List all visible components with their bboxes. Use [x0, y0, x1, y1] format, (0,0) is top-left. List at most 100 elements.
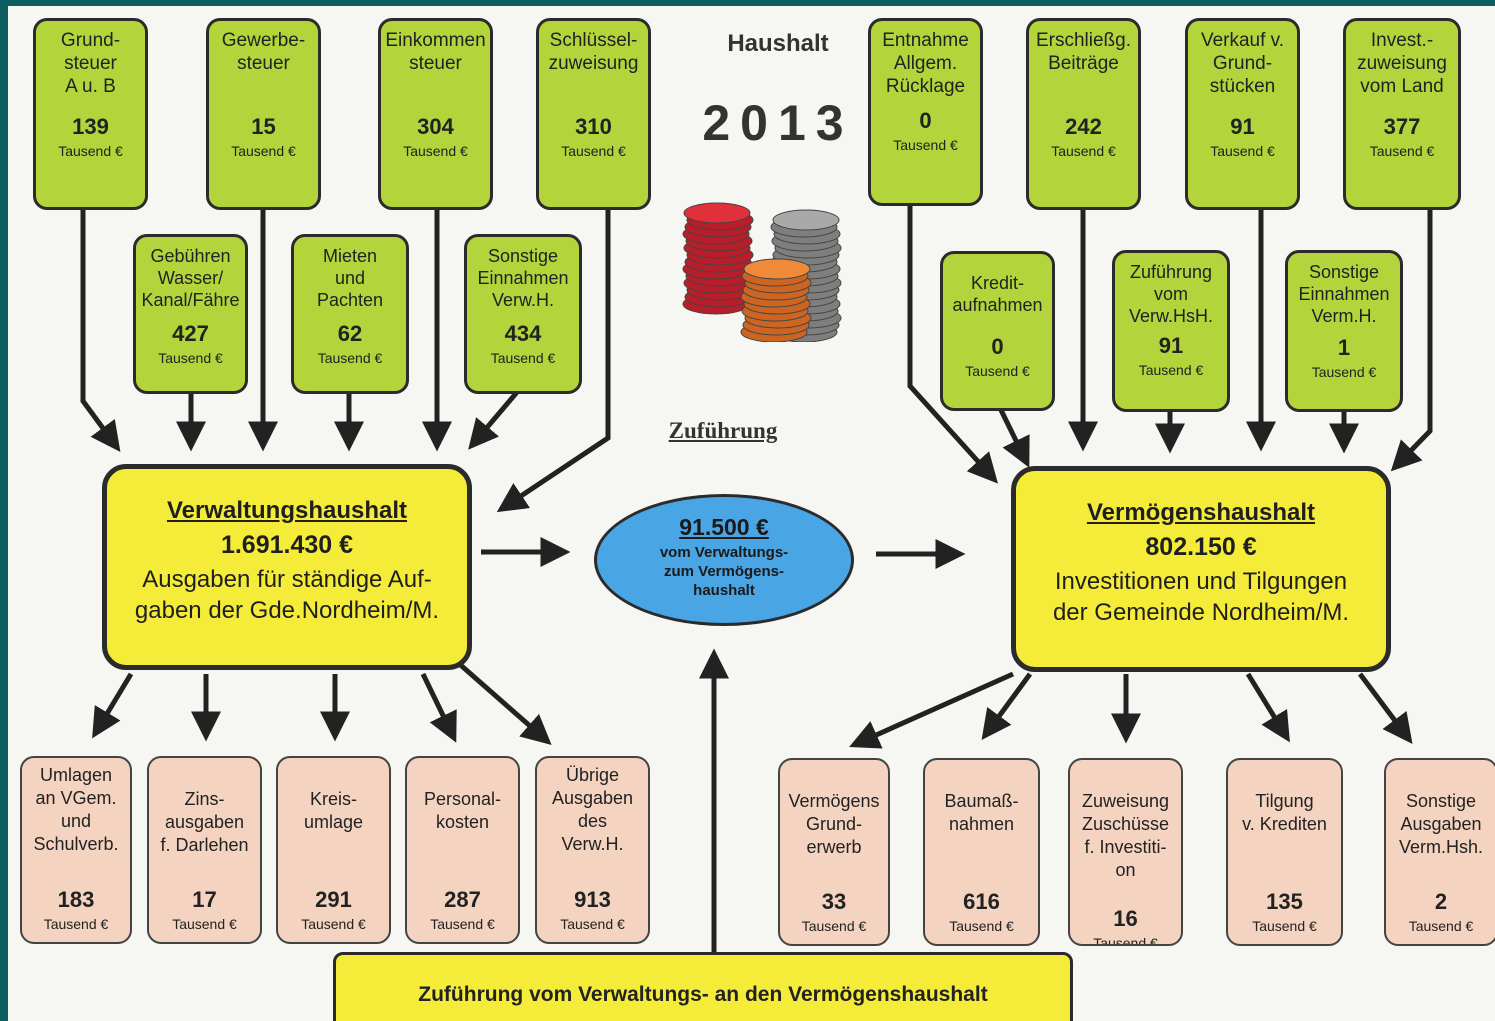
- income-value: 62: [337, 321, 363, 346]
- income-label: Erschließg. Beiträge: [1035, 30, 1132, 74]
- flow-arrow: [420, 672, 457, 743]
- coin: [772, 209, 840, 231]
- income-unit: Tausend €: [490, 350, 556, 366]
- flow-arrows: [80, 206, 1433, 952]
- zufuehrung-heading: Zuführung: [668, 418, 778, 443]
- expense-value: 17: [192, 887, 217, 912]
- expense-value: 16: [1113, 906, 1138, 931]
- income-box-grundsteuer: Grund- steuer A u. B 139 Tausend €: [33, 18, 148, 210]
- income-unit: Tausend €: [317, 350, 383, 366]
- expense-label: Baumaß- nahmen: [944, 791, 1019, 834]
- expense-box-zinsausgaben: Zins- ausgaben f. Darlehen 17 Tausend €: [147, 756, 262, 944]
- income-value: 310: [575, 114, 612, 139]
- income-unit: Tausend €: [158, 350, 223, 366]
- flow-arrow: [468, 389, 520, 450]
- expense-box-tilgung-krediten: Tilgung v. Krediten 135 Tausend €: [1226, 758, 1343, 946]
- income-box-schluesselzuweisung: Schlüssel- zuweisung 310 Tausend €: [536, 18, 651, 210]
- flow-arrow: [92, 672, 134, 739]
- income-label: Sonstige Einnahmen Verw.H.: [477, 246, 569, 310]
- flow-arrow: [997, 406, 1030, 468]
- expense-label: Personal- kosten: [423, 789, 502, 832]
- coin: [683, 202, 751, 224]
- flow-arrow: [454, 659, 552, 745]
- expense-unit: Tausend €: [1093, 935, 1158, 944]
- income-label: Kredit- aufnahmen: [952, 273, 1043, 315]
- vermoegen-amount: 802.150 €: [1145, 533, 1257, 561]
- income-label: Entnahme Allgem. Rücklage: [882, 30, 969, 97]
- income-label: Gebühren Wasser/ Kanal/Fähre: [141, 246, 240, 310]
- expense-unit: Tausend €: [949, 918, 1014, 934]
- income-label: Grund- steuer A u. B: [60, 30, 121, 97]
- expense-value: 291: [315, 887, 352, 912]
- expense-value: 287: [444, 887, 481, 912]
- income-box-einkommensteuer: Einkommen steuer 304 Tausend €: [378, 18, 493, 210]
- expense-label: Kreis- umlage: [303, 789, 364, 832]
- income-value: 15: [251, 114, 276, 139]
- income-value: 427: [172, 321, 209, 346]
- income-label: Invest.- zuweisung vom Land: [1357, 30, 1447, 97]
- diagram-sheet: Haushalt 2013 Grund- steuer A u. B 139 T…: [8, 6, 1495, 1021]
- income-unit: Tausend €: [1138, 362, 1204, 378]
- coin-stacks-icon: [682, 202, 842, 342]
- income-box-gewerbesteuer: Gewerbe- steuer 15 Tausend €: [206, 18, 321, 210]
- expense-box-vermoegens-grunderwerb: Vermögens Grund- erwerb 33 Tausend €: [778, 758, 890, 946]
- expense-box-uebrige-ausgaben: Übrige Ausgaben des Verw.H. 913 Tausend …: [535, 756, 650, 944]
- expense-label: Zuweisung Zuschüsse f. Investiti- on: [1081, 791, 1170, 880]
- expense-box-personalkosten: Personal- kosten 287 Tausend €: [405, 756, 520, 944]
- expense-label: Tilgung v. Krediten: [1242, 791, 1327, 834]
- expense-value: 616: [963, 889, 1000, 914]
- zufuehrung-amount: 91.500 €: [679, 514, 769, 540]
- expense-unit: Tausend €: [172, 916, 237, 932]
- income-unit: Tausend €: [561, 143, 626, 159]
- expense-box-kreisumlage: Kreis- umlage 291 Tausend €: [276, 756, 391, 944]
- income-label: Zuführung vom Verw.HsH.: [1128, 262, 1214, 326]
- zufuehrung-description: vom Verwaltungs- zum Vermögens- haushalt: [659, 544, 789, 599]
- income-value: 91: [1158, 333, 1184, 358]
- vermoegen-title: Vermögenshaushalt: [1086, 499, 1316, 526]
- expense-unit: Tausend €: [301, 916, 366, 932]
- income-box-gebuehren: Gebühren Wasser/ Kanal/Fähre 427 Tausend…: [133, 234, 248, 394]
- income-label: Sonstige Einnahmen Verm.H.: [1298, 262, 1390, 326]
- flow-arrow: [1358, 672, 1413, 744]
- footer-label: Zuführung vom Verwaltungs- an den Vermög…: [418, 983, 988, 1006]
- expense-unit: Tausend €: [43, 916, 109, 932]
- flow-arrow: [496, 206, 611, 513]
- flow-arrow: [849, 671, 1015, 749]
- expense-label: Zins- ausgaben f. Darlehen: [160, 789, 249, 855]
- expense-label: Übrige Ausgaben des Verw.H.: [551, 765, 634, 854]
- income-box-invest-zuweisung: Invest.- zuweisung vom Land 377 Tausend …: [1343, 18, 1461, 210]
- vermoegenshaushalt-box: Vermögenshaushalt 802.150 € Investitione…: [1011, 466, 1391, 672]
- income-box-entnahme-ruecklage: Entnahme Allgem. Rücklage 0 Tausend €: [868, 18, 983, 206]
- flow-arrow: [80, 206, 121, 453]
- income-value: 377: [1383, 114, 1421, 139]
- income-unit: Tausend €: [1051, 143, 1116, 159]
- income-unit: Tausend €: [403, 143, 468, 159]
- expense-unit: Tausend €: [1252, 918, 1317, 934]
- income-value: 1: [1337, 335, 1351, 360]
- expense-value: 183: [57, 887, 95, 912]
- income-box-verkauf-grundstuecke: Verkauf v. Grund- stücken 91 Tausend €: [1185, 18, 1300, 210]
- income-unit: Tausend €: [965, 363, 1030, 379]
- coin: [743, 258, 811, 280]
- income-box-kreditaufnahmen: Kredit- aufnahmen 0 Tausend €: [940, 251, 1055, 411]
- flow-arrow: [907, 206, 999, 484]
- income-value: 0: [991, 334, 1004, 359]
- income-label: Mieten und Pachten: [316, 246, 384, 310]
- income-box-mieten-pachten: Mieten und Pachten 62 Tausend €: [291, 234, 409, 394]
- expense-value: 913: [574, 887, 611, 912]
- flow-arrow: [1245, 672, 1290, 743]
- verwaltung-description: Ausgaben für ständige Auf- gaben der Gde…: [134, 566, 440, 624]
- income-label: Gewerbe- steuer: [221, 30, 306, 74]
- expense-value: 2: [1434, 889, 1448, 914]
- income-unit: Tausend €: [1210, 143, 1275, 159]
- income-unit: Tausend €: [58, 143, 123, 159]
- income-unit: Tausend €: [893, 137, 958, 153]
- flow-arrow: [1390, 206, 1433, 472]
- diagram-title: Haushalt: [727, 30, 829, 57]
- verwaltung-title: Verwaltungshaushalt: [166, 497, 408, 524]
- income-label: Einkommen steuer: [385, 30, 486, 74]
- income-value: 139: [72, 114, 109, 139]
- income-box-sonstige-verw: Sonstige Einnahmen Verw.H. 434 Tausend €: [464, 234, 582, 394]
- verwaltungshaushalt-box: Verwaltungshaushalt 1.691.430 € Ausgaben…: [102, 464, 472, 670]
- income-box-sonstige-verm: Sonstige Einnahmen Verm.H. 1 Tausend €: [1285, 250, 1403, 412]
